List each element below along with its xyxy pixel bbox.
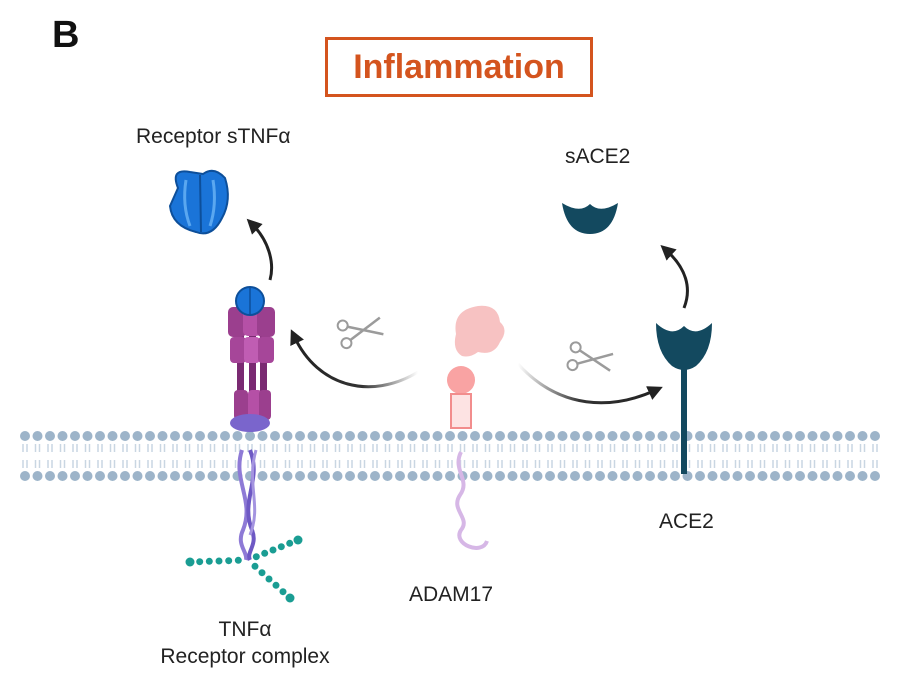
label-sace2: sACE2 (565, 145, 631, 168)
label-ace2: ACE2 (659, 510, 714, 533)
soluble-ace2 (562, 203, 618, 234)
title-box: Inflammation (325, 37, 593, 97)
soluble-tnf-receptor (168, 169, 229, 235)
label-adam17: ADAM17 (409, 583, 494, 606)
release-arrow-sace2 (660, 244, 689, 309)
label-receptor-stnf: Receptor sTNFα (136, 125, 291, 148)
adam17-protease (447, 305, 505, 550)
label-tnf: TNFα (218, 618, 272, 641)
scissors-icon (336, 316, 384, 350)
panel-label: B (52, 14, 80, 56)
release-arrow-stnf (246, 218, 274, 281)
cleavage-arrow-to-ace2 (516, 362, 663, 405)
tnf-receptor-complex (185, 286, 303, 603)
membrane-ace2 (656, 323, 712, 474)
label-receptor-complex: Receptor complex (160, 645, 330, 668)
receptor-complex-tails (185, 535, 303, 603)
cell-membrane (20, 431, 880, 481)
scissors-icon (566, 341, 614, 372)
diagram-title: Inflammation (353, 47, 565, 86)
cleavage-arrow-to-tnf-receptor (290, 329, 419, 389)
